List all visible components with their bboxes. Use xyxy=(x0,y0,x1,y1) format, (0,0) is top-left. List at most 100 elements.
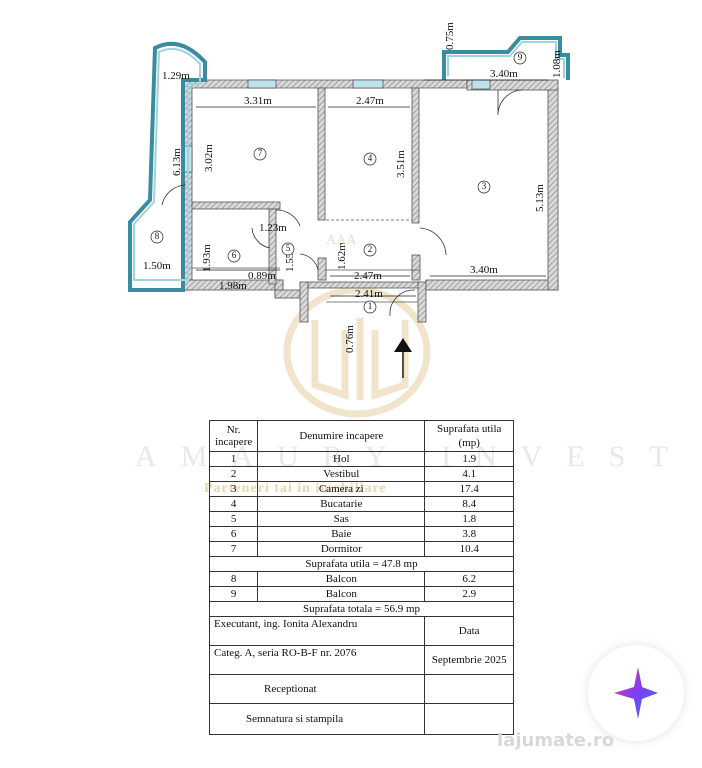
dim-balcony9-side: 1.08m xyxy=(551,50,563,78)
grand-total-row: Suprafata totala = 56.9 mp xyxy=(209,601,514,617)
svg-text:4: 4 xyxy=(368,153,373,163)
room-number-9: 9 xyxy=(513,51,527,65)
dim-bath-height: 1.93m xyxy=(201,244,213,272)
cell-nr: 1 xyxy=(208,451,259,467)
room-number-1: 1 xyxy=(363,300,377,314)
dim-room4-height: 3.51m xyxy=(395,150,407,178)
cell-nr: 9 xyxy=(208,586,259,602)
cell-nr: 6 xyxy=(208,526,259,542)
executant: Executant, ing. Ionita Alexandru xyxy=(208,616,426,646)
room-number-3: 3 xyxy=(477,180,491,194)
svg-text:2: 2 xyxy=(368,244,373,254)
room-number-8: 8 xyxy=(150,230,164,244)
dim-bath-door: 0.89m xyxy=(248,270,276,282)
useful-total: Suprafata utila = 47.8 mp xyxy=(209,556,514,572)
cell-name: Hol xyxy=(257,451,426,467)
brand-site: lajumate.ro xyxy=(497,730,615,751)
data-label: Data xyxy=(424,616,514,646)
dim-room4-width: 2.47m xyxy=(356,95,384,107)
cell-name: Camera zi xyxy=(257,481,426,497)
dim-hol-width: 2.41m xyxy=(355,288,383,300)
room-number-5: 5 xyxy=(281,242,295,256)
header-area: Suprafata utila (mp) xyxy=(424,420,514,452)
room-partitions xyxy=(192,219,420,303)
cell-nr: 4 xyxy=(208,496,259,512)
dim-room7-width: 3.31m xyxy=(244,95,272,107)
cell-name: Balcon xyxy=(257,571,426,587)
room-number-6: 6 xyxy=(227,249,241,263)
header-name: Denumire incapere xyxy=(257,420,426,452)
cell-area: 3.8 xyxy=(424,526,514,542)
receptionat: Receptionat xyxy=(208,674,426,704)
cell-name: Balcon xyxy=(257,586,426,602)
rooms-table: Nr. incapere Denumire incapere Suprafata… xyxy=(208,420,514,735)
dim-hol-height: 0.76m xyxy=(344,325,356,353)
cell-area: 2.9 xyxy=(424,586,514,602)
dim-hall-height: 1.62m xyxy=(336,242,348,270)
cell-nr: 5 xyxy=(208,511,259,527)
entrance-arrow-icon xyxy=(394,338,412,378)
svg-text:5: 5 xyxy=(286,243,291,253)
dim-room3-height: 5.13m xyxy=(534,184,546,212)
balcony-9 xyxy=(442,36,570,80)
categ-row: Categ. A, seria RO-B-F nr. 2076 Septembr… xyxy=(208,645,514,675)
room-number-4: 4 xyxy=(363,152,377,166)
cell-area: 8.4 xyxy=(424,496,514,512)
dim-balcony8-side: 6.13m xyxy=(171,148,183,176)
executant-row: Executant, ing. Ionita Alexandru Data xyxy=(208,616,514,646)
dim-sas-width: 1.23m xyxy=(259,222,287,234)
dim-balcony9-height: 0.75m xyxy=(444,22,456,50)
cell-name: Sas xyxy=(257,511,426,527)
grand-total: Suprafata totala = 56.9 mp xyxy=(209,601,514,617)
cell-name: Baie xyxy=(257,526,426,542)
cell-area: 1.9 xyxy=(424,451,514,467)
dim-room3-bottom: 3.40m xyxy=(470,264,498,276)
cell-name: Bucatarie xyxy=(257,496,426,512)
dim-room7-height: 3.02m xyxy=(203,144,215,172)
windows xyxy=(182,79,491,173)
dim-balcony8-top: 1.29m xyxy=(162,70,190,82)
cell-area: 1.8 xyxy=(424,511,514,527)
date-value: Septembrie 2025 xyxy=(424,645,514,675)
cell-name: Dormitor xyxy=(257,541,426,557)
receptionat-row: Receptionat xyxy=(208,674,514,704)
app-logo-icon xyxy=(588,645,684,741)
room-number-2: 2 xyxy=(363,243,377,257)
svg-text:8: 8 xyxy=(155,231,160,241)
svg-text:1: 1 xyxy=(368,301,373,311)
room-number-7: 7 xyxy=(253,147,267,161)
cell-nr: 8 xyxy=(208,571,259,587)
room-numbers: 1 2 3 4 5 6 7 8 9 xyxy=(150,51,527,314)
signature-row: Semnatura si stampila xyxy=(208,703,514,735)
balcony-8 xyxy=(128,41,207,292)
cell-area: 17.4 xyxy=(424,481,514,497)
watermark-logo xyxy=(283,286,431,418)
plan-watermark: AAA xyxy=(326,233,357,248)
dim-bath-width: 1.98m xyxy=(219,280,247,292)
svg-text:9: 9 xyxy=(518,52,523,62)
floor-plan: 1.29m 6.13m 1.50m 3.31m 3.02m 2.47m 3.51… xyxy=(128,22,570,418)
doors xyxy=(161,89,523,317)
cell-area: 6.2 xyxy=(424,571,514,587)
cell-nr: 7 xyxy=(208,541,259,557)
dimension-lines xyxy=(196,79,548,297)
cell-area: 10.4 xyxy=(424,541,514,557)
cell-nr: 2 xyxy=(208,466,259,482)
semnatura: Semnatura si stampila xyxy=(208,703,426,735)
useful-total-row: Suprafata utila = 47.8 mp xyxy=(209,556,514,572)
dim-balcony9-width: 3.40m xyxy=(490,68,518,80)
dim-hall-width: 2.47m xyxy=(354,270,382,282)
categ: Categ. A, seria RO-B-F nr. 2076 xyxy=(208,645,426,675)
header-nr: Nr. incapere xyxy=(208,420,259,452)
cell-name: Vestibul xyxy=(257,466,426,482)
